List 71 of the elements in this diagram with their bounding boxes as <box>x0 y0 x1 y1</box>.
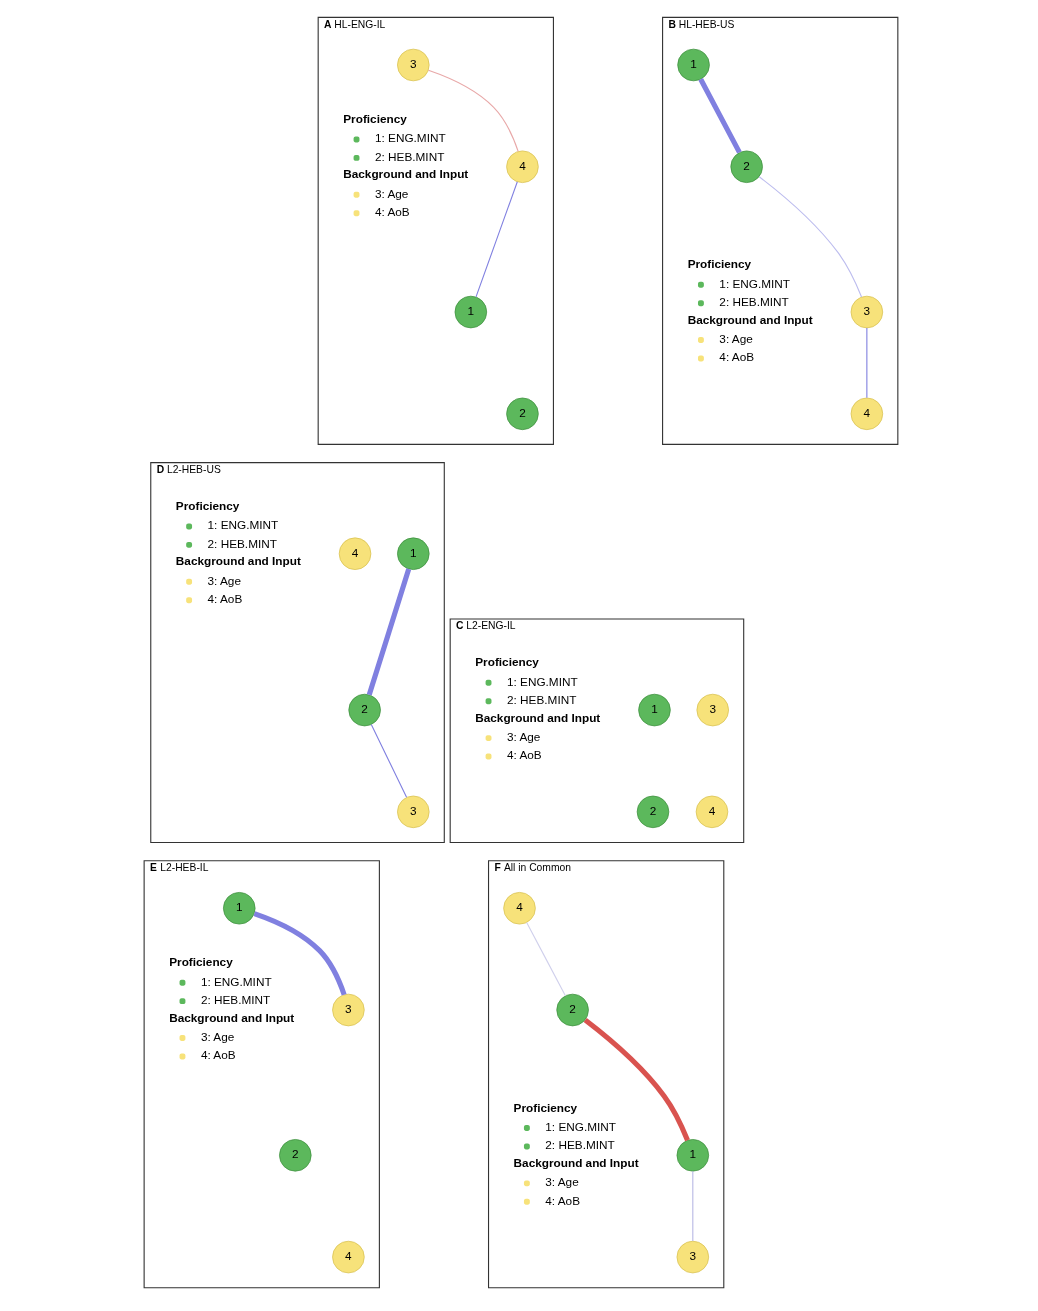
label: Proficiency <box>175 499 240 513</box>
connector <box>698 78 742 154</box>
legend-label: 1: ENG.MINT <box>719 276 791 290</box>
connector <box>692 1170 694 1242</box>
label: Background and Input <box>175 554 301 568</box>
node-circle: 1 <box>676 1139 710 1172</box>
legend-label: 3: Age <box>207 573 241 587</box>
node-circle: 1 <box>638 693 671 727</box>
legend-label: 3: Age <box>374 186 409 200</box>
connector <box>758 176 863 298</box>
label: Background and Input <box>475 710 601 724</box>
legend-label: 1: ENG.MINT <box>200 974 272 988</box>
node-circle: 3 <box>696 693 729 727</box>
node-circle: 2 <box>636 795 670 829</box>
label: Background and Input <box>687 312 813 326</box>
label: Proficiency <box>687 257 752 271</box>
legend-label: 1: ENG.MINT <box>374 131 446 145</box>
node-circle: 2 <box>506 397 539 431</box>
label: Proficiency <box>475 655 539 669</box>
label: Background and Input <box>343 167 469 181</box>
connector <box>526 921 566 997</box>
node-circle: 4 <box>338 537 372 570</box>
node-circle: 3 <box>397 48 430 82</box>
label: Background and Input <box>513 1155 639 1169</box>
connector <box>253 911 347 996</box>
legend-label: 2: HEB.MINT <box>200 992 271 1006</box>
node-circle: 1 <box>454 295 488 329</box>
label: Background and Input <box>169 1010 295 1024</box>
connector <box>866 327 868 399</box>
node-circle: 1 <box>677 48 710 82</box>
legend-label: 1: ENG.MINT <box>545 1119 617 1133</box>
connector <box>475 181 518 298</box>
label: Proficiency <box>169 955 233 969</box>
node-circle: 4 <box>332 1240 365 1274</box>
legend-label: 3: Age <box>506 729 541 743</box>
node-circle: 4 <box>503 892 536 925</box>
label: Proficiency <box>343 112 407 126</box>
connector <box>583 1018 690 1142</box>
node-circle: 3 <box>850 295 884 329</box>
label: Proficiency <box>513 1100 578 1114</box>
legend-label: 2: HEB.MINT <box>506 693 577 707</box>
legend-label: 1: ENG.MINT <box>207 518 279 532</box>
legend-label: 2: HEB.MINT <box>719 294 789 308</box>
legend-label: 4: AoB <box>374 205 410 219</box>
legend-label: 4: AoB <box>545 1193 581 1207</box>
node-circle: 2 <box>279 1139 312 1172</box>
legend-label: 1: ENG.MINT <box>506 674 578 688</box>
node-circle: 1 <box>397 537 430 570</box>
node-circle: 2 <box>556 993 589 1027</box>
node-circle: 4 <box>506 150 539 183</box>
node-circle: 3 <box>332 993 365 1027</box>
node-circle: 3 <box>676 1240 710 1274</box>
legend-label: 2: HEB.MINT <box>374 149 445 163</box>
legend-label: 2: HEB.MINT <box>545 1138 615 1152</box>
connector <box>366 568 412 696</box>
legend-label: 4: AoB <box>506 748 542 762</box>
node-circle: 2 <box>348 693 381 727</box>
legend-label: 3: Age <box>545 1175 579 1189</box>
legend-label: 4: AoB <box>200 1048 236 1062</box>
legend-label: 2: HEB.MINT <box>207 536 277 550</box>
node-circle: 4 <box>695 795 729 829</box>
node-circle: 2 <box>730 150 763 183</box>
node-circle: 3 <box>397 795 430 829</box>
node-circle: 1 <box>223 892 256 925</box>
connector <box>427 69 519 152</box>
legend-label: 3: Age <box>200 1029 235 1043</box>
legend-label: 3: Age <box>719 331 753 345</box>
legend-label: 4: AoB <box>207 591 243 605</box>
connector <box>370 724 408 798</box>
node-circle: 4 <box>850 397 884 431</box>
legend-label: 4: AoB <box>719 350 755 364</box>
